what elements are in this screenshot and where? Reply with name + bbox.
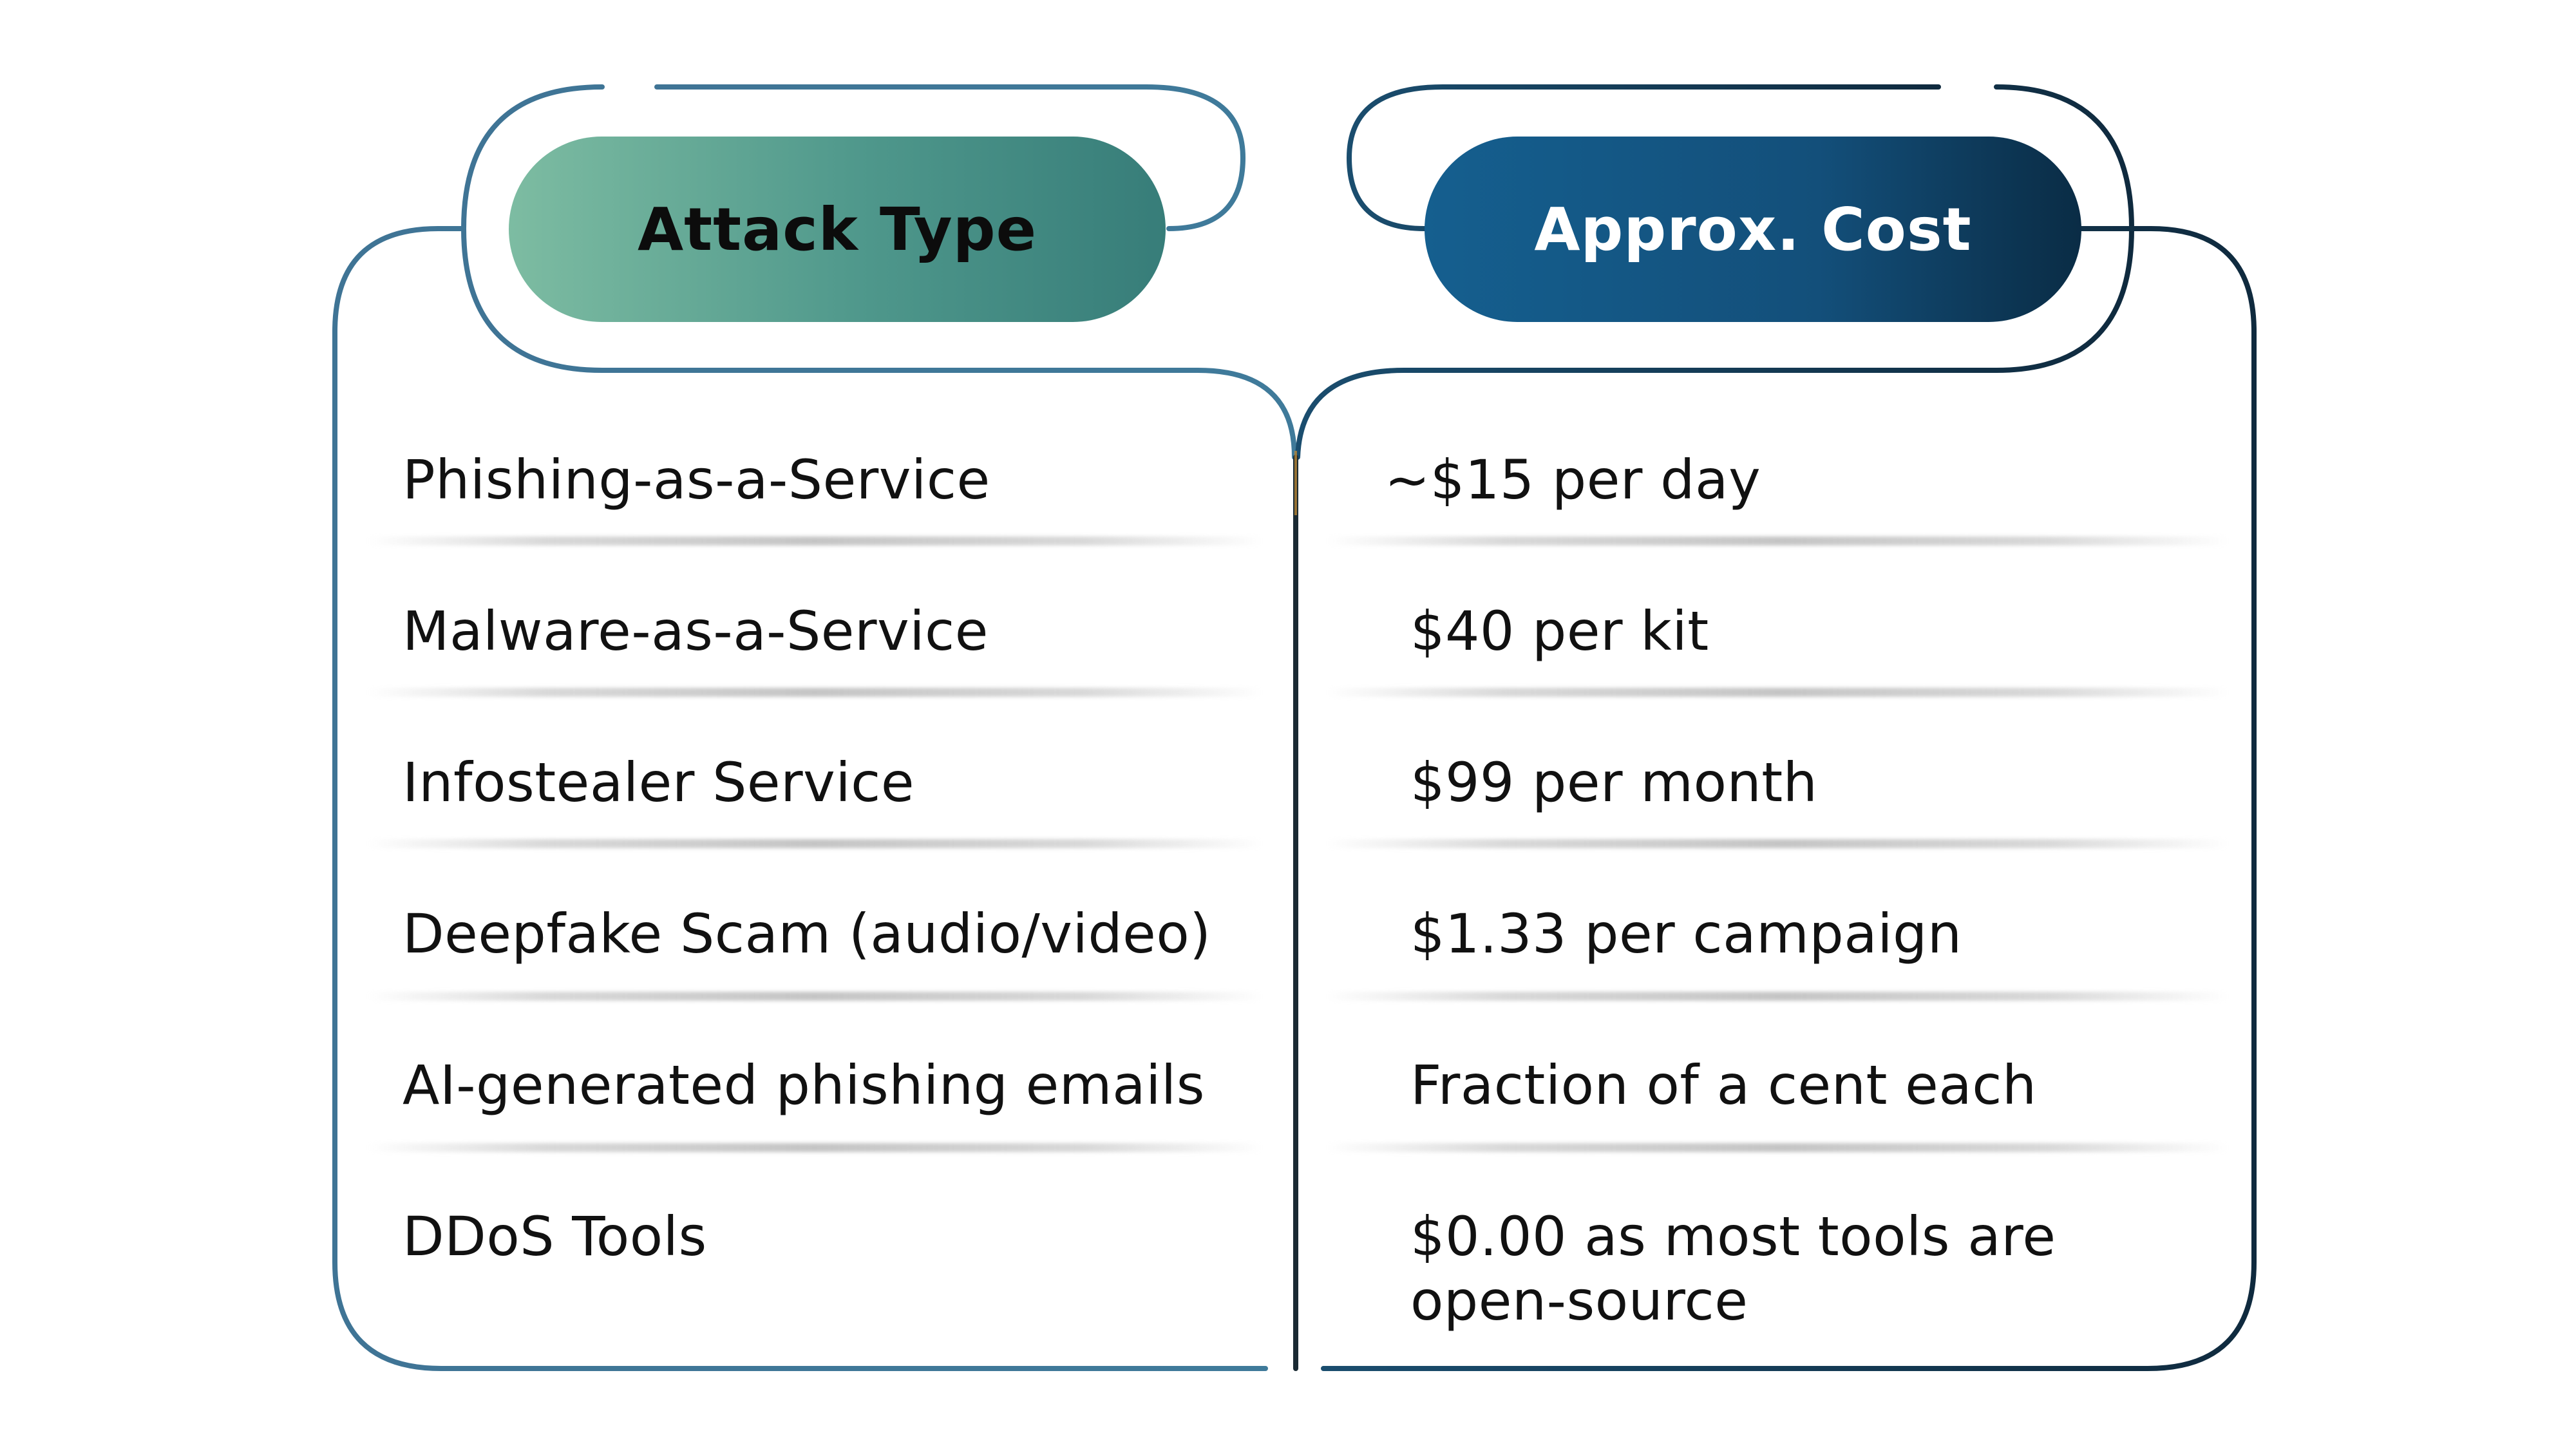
row-divider-left-4 [367, 992, 1262, 1001]
row-divider-right-4 [1327, 992, 2228, 1001]
row-divider-left-5 [367, 1143, 1262, 1152]
attack-cell-1: Phishing-as-a-Service [402, 448, 990, 511]
attack-type-header-label: Attack Type [637, 194, 1037, 264]
attack-cell-6: DDoS Tools [402, 1205, 707, 1268]
row-divider-right-2 [1327, 688, 2228, 697]
cost-cell-6-line-2: open-source [1410, 1269, 1748, 1332]
cost-cell-6-line-1: $0.00 as most tools are [1410, 1205, 2056, 1268]
row-divider-right-3 [1327, 839, 2228, 848]
attack-cell-2: Malware-as-a-Service [402, 600, 989, 663]
cost-cell-3: $99 per month [1410, 751, 1818, 814]
attack-cell-3: Infostealer Service [402, 751, 915, 814]
attack-cell-5: AI-generated phishing emails [402, 1054, 1206, 1117]
right-panel-outline [1295, 84, 2257, 1371]
row-divider-right-5 [1327, 1143, 2228, 1152]
row-divider-left-3 [367, 839, 1262, 848]
approx-cost-header: Approx. Cost [1425, 137, 2081, 322]
approx-cost-header-label: Approx. Cost [1534, 194, 1972, 264]
left-panel-outline [332, 84, 1297, 1371]
row-divider-left-1 [367, 536, 1262, 545]
attack-cell-4: Deepfake Scam (audio/video) [402, 902, 1211, 965]
cost-cell-2: $40 per kit [1410, 600, 1709, 663]
row-divider-left-2 [367, 688, 1262, 697]
cost-cell-1: ~$15 per day [1385, 448, 1761, 511]
cost-cell-4: $1.33 per campaign [1410, 902, 1962, 965]
attack-type-header: Attack Type [509, 137, 1166, 322]
cost-cell-5: Fraction of a cent each [1410, 1054, 2037, 1117]
row-divider-right-1 [1327, 536, 2228, 545]
